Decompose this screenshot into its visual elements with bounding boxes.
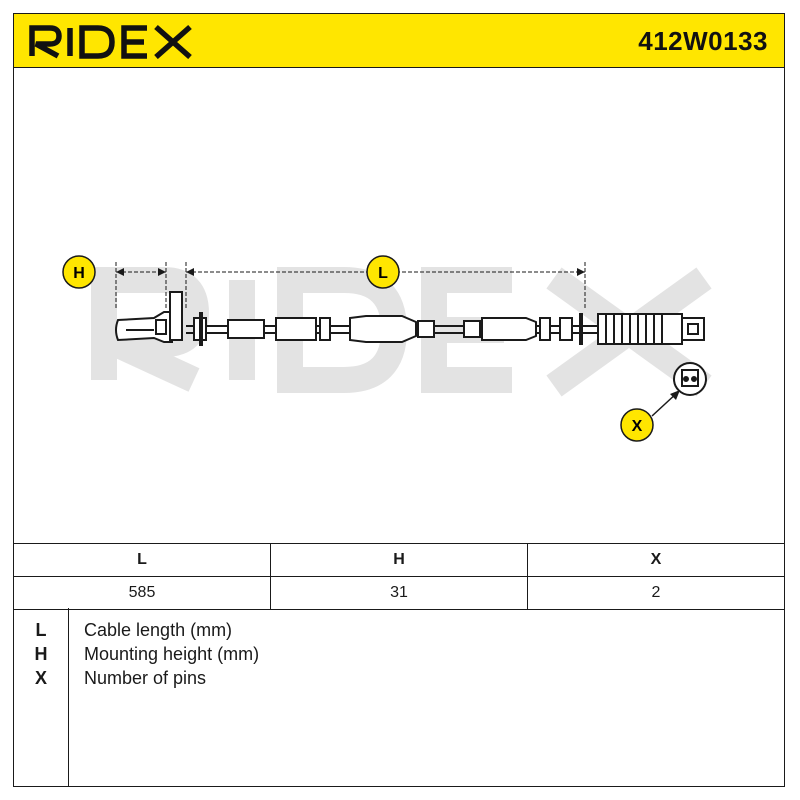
legend-description: Mounting height (mm) bbox=[84, 644, 260, 664]
legend-item: X Number of pins bbox=[14, 668, 784, 692]
value-l: 585 bbox=[14, 577, 271, 609]
legend-key: L bbox=[35, 620, 47, 640]
pin-view bbox=[673, 362, 707, 396]
header-bar: 412W0133 bbox=[14, 14, 784, 68]
part-number: 412W0133 bbox=[638, 26, 768, 56]
legend-item: H Mounting height (mm) bbox=[14, 644, 784, 668]
value-h: 31 bbox=[271, 577, 528, 609]
badge-x: X bbox=[620, 408, 654, 442]
product-sheet: 412W0133 bbox=[13, 13, 785, 787]
brand-logo bbox=[29, 24, 192, 59]
spec-table: L H X 585 31 2 bbox=[14, 543, 784, 610]
spec-table-row: 585 31 2 bbox=[14, 577, 784, 610]
technical-drawing: H L X bbox=[14, 68, 784, 543]
sensor-head bbox=[115, 291, 183, 343]
header-h: H bbox=[271, 544, 528, 576]
sensor-drawing: H L X bbox=[62, 255, 712, 442]
legend-key: X bbox=[34, 668, 47, 688]
legend-divider bbox=[68, 608, 69, 786]
legend-key: H bbox=[34, 644, 48, 664]
connector-plug bbox=[597, 313, 705, 345]
svg-text:H: H bbox=[73, 265, 85, 282]
legend-description: Cable length (mm) bbox=[84, 620, 233, 640]
legend-description: Number of pins bbox=[84, 668, 207, 688]
header-x: X bbox=[650, 551, 662, 568]
spec-table-header: L H X bbox=[14, 544, 784, 577]
badge-h: H bbox=[62, 255, 96, 289]
svg-text:L: L bbox=[378, 265, 388, 282]
header-l: L bbox=[14, 544, 271, 576]
svg-text:X: X bbox=[632, 418, 643, 435]
legend-item: L Cable length (mm) bbox=[14, 620, 784, 644]
legend: L Cable length (mm) H Mounting height (m… bbox=[14, 608, 784, 786]
badge-l: L bbox=[366, 255, 400, 289]
value-x: 2 bbox=[651, 584, 661, 601]
